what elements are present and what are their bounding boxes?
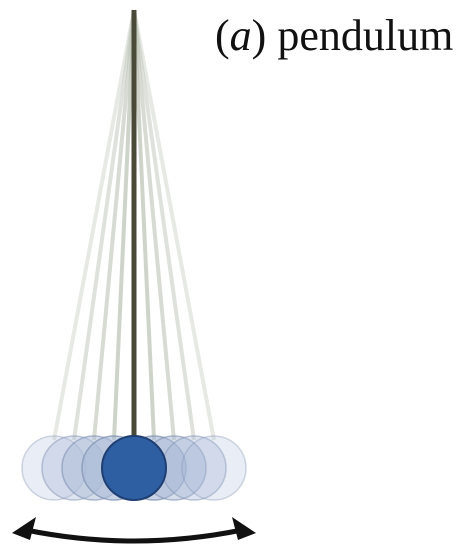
- pendulum-bob: [101, 435, 167, 501]
- ghost-rod: [132, 9, 216, 441]
- ghost-positions: [21, 9, 247, 501]
- ghost-rod: [132, 9, 196, 441]
- caption-close-paren: ): [251, 11, 267, 60]
- caption-open-paren: (: [215, 11, 230, 60]
- figure-caption: (a) pendulum: [215, 14, 453, 58]
- ghost-rod: [112, 9, 136, 441]
- caption-label: a: [229, 11, 252, 60]
- ghost-rod: [52, 9, 136, 441]
- double-arrow-icon: [12, 517, 256, 544]
- ghost-rod: [72, 9, 136, 441]
- ghost-rod: [92, 9, 136, 441]
- ghost-rod: [132, 9, 176, 441]
- caption-title: pendulum: [277, 11, 454, 60]
- ghost-bob: [181, 435, 247, 501]
- ghost-rod: [132, 9, 156, 441]
